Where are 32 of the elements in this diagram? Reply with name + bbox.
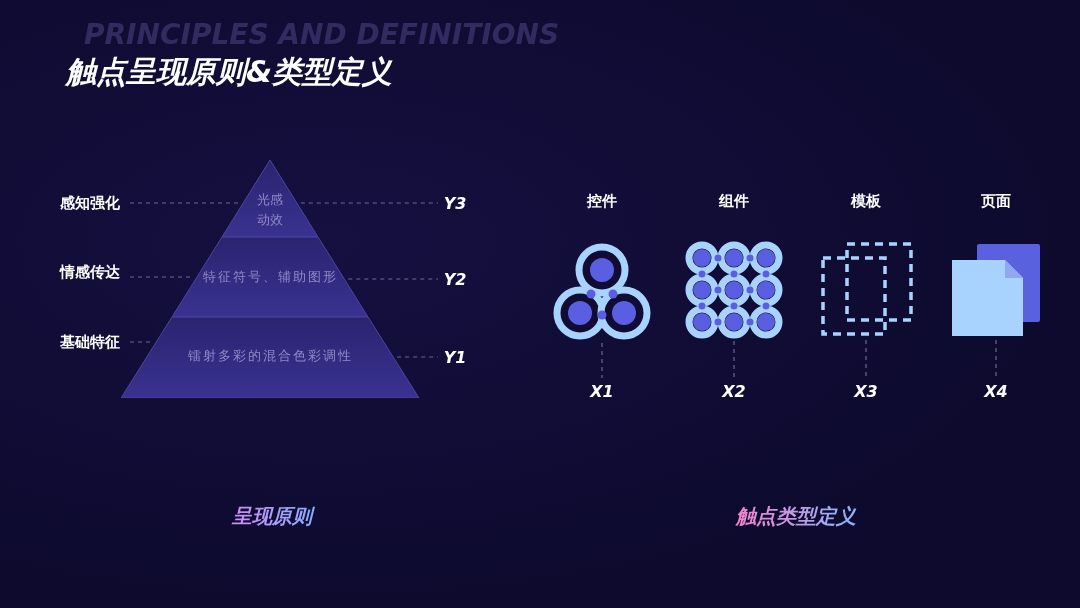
column-title: 组件 xyxy=(718,192,750,211)
label-text: Y3 xyxy=(443,193,467,213)
leader-line xyxy=(300,202,439,204)
label-text: Y2 xyxy=(443,269,467,289)
label-text: 情感传达 xyxy=(60,262,120,282)
leader-line xyxy=(865,339,867,379)
leader-line xyxy=(396,356,439,358)
pyramid-band xyxy=(121,317,419,398)
label-text: 基础特征 xyxy=(60,332,120,352)
label-text: 感知强化 xyxy=(60,193,120,213)
column-title: 控件 xyxy=(586,192,618,211)
leader-line xyxy=(129,341,153,343)
column-title: 页面 xyxy=(980,192,1012,211)
label-text: X4 xyxy=(984,381,1008,401)
frame-icon xyxy=(819,240,915,338)
band-text: 镭射多彩的混合色彩调性 xyxy=(187,346,353,365)
label-text: Y1 xyxy=(443,347,467,367)
leader-line xyxy=(995,339,997,379)
label-text: X3 xyxy=(854,381,878,401)
circle-icon xyxy=(685,241,783,339)
column-title: 模板 xyxy=(849,192,882,211)
leader-line xyxy=(733,340,735,379)
label-text: X1 xyxy=(590,381,614,401)
leader-line xyxy=(601,342,603,379)
band-text: 特征符号、辅助图形 xyxy=(202,268,338,286)
circle-icon xyxy=(553,243,651,341)
band-text: 光感动效 xyxy=(256,190,284,229)
label-text: X2 xyxy=(722,381,746,401)
frame-icon xyxy=(950,242,1042,338)
title: 触点呈现原则&类型定义 xyxy=(66,53,393,91)
leader-line xyxy=(129,202,240,204)
leader-line xyxy=(347,278,439,280)
